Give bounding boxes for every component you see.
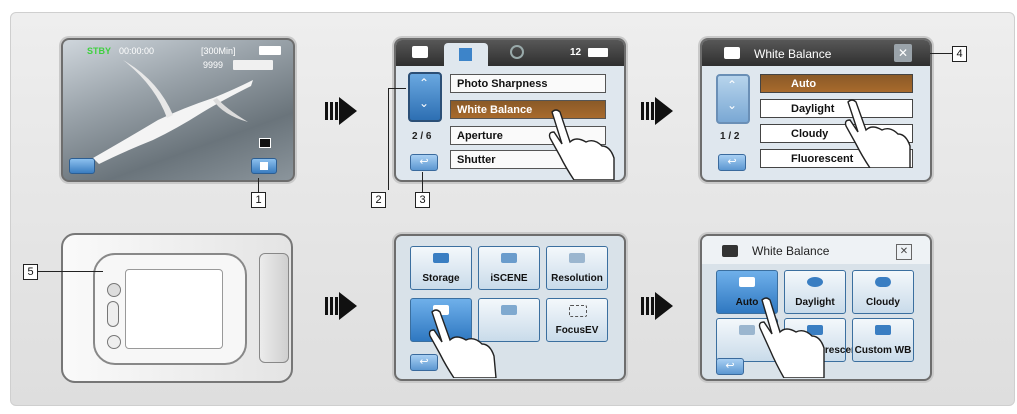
tile-focus-ev[interactable]: FocusEV: [546, 298, 608, 342]
timecode-label: 00:00:00: [119, 46, 155, 56]
callout-2: 2: [371, 192, 386, 208]
camera-icon: [724, 47, 740, 59]
menu-tab-bar: 12: [396, 40, 624, 66]
iscene-icon: [501, 253, 517, 263]
next-step-arrow-3: [325, 292, 359, 320]
white-balance-tile-screen: White Balance ✕ Auto Daylight Cloudy ngs…: [700, 234, 932, 381]
sharpness-icon: [259, 138, 271, 148]
camera-tab-icon[interactable]: [412, 46, 428, 58]
screen-title: White Balance: [754, 47, 832, 61]
settings-icons: [233, 60, 273, 70]
pointing-hand-icon: [844, 99, 911, 168]
lcd-screen: [125, 269, 223, 349]
callout-3-leader: [422, 172, 423, 192]
white-balance-icon: [433, 305, 449, 315]
next-step-arrow-2: [641, 97, 675, 125]
wb-option-daylight[interactable]: Daylight: [760, 99, 913, 118]
battery-icon: [588, 48, 608, 57]
playback-button[interactable]: [69, 158, 95, 174]
record-button[interactable]: [107, 335, 121, 349]
custom-wb-icon: [875, 325, 891, 335]
camera-icon: [722, 245, 738, 257]
tile-iscene[interactable]: iSCENE: [478, 246, 540, 290]
white-balance-list-screen: White Balance ✕ ⌃ ⌄ 1 / 2 ↩ Auto Dayligh…: [700, 38, 932, 182]
settings-gear-icon[interactable]: [510, 45, 524, 59]
storage-icon: [433, 253, 449, 263]
next-step-arrow-4: [641, 292, 675, 320]
callout-1-leader: [258, 178, 259, 192]
back-button[interactable]: ↩: [718, 154, 746, 171]
menu-button[interactable]: [251, 158, 277, 174]
menu-tab-active[interactable]: [444, 43, 488, 66]
page-indicator: 2 / 6: [412, 131, 432, 142]
title-bar: White Balance ✕: [702, 40, 930, 66]
scroll-up-down-buttons[interactable]: ⌃ ⌄: [716, 74, 750, 124]
back-button[interactable]: ↩: [410, 354, 438, 371]
wb-option-auto[interactable]: Auto: [760, 74, 913, 93]
camcorder-illustration: [61, 233, 293, 383]
down-arrow-icon: ⌄: [419, 96, 430, 110]
tungsten-icon: [739, 325, 755, 335]
cloudy-icon: [875, 277, 891, 287]
callout-2-leader: [388, 88, 389, 190]
tile-custom-wb[interactable]: Custom WB: [852, 318, 914, 362]
back-button[interactable]: ↩: [410, 154, 438, 171]
daylight-icon: [807, 277, 823, 287]
seagull-image: [93, 60, 253, 164]
fluorescent-icon: [807, 325, 823, 335]
close-button[interactable]: ✕: [894, 44, 912, 62]
callout-1: 1: [251, 192, 266, 208]
tile-photo[interactable]: [478, 298, 540, 342]
menu-tab-icon: [459, 48, 472, 61]
close-button[interactable]: ✕: [896, 244, 912, 260]
callout-5: 5: [23, 264, 38, 280]
pointing-hand-icon: [758, 297, 825, 378]
resolution-badge: 12: [570, 47, 582, 58]
photo-icon: [501, 305, 517, 315]
pointing-hand-icon: [428, 309, 497, 378]
page-indicator: 1 / 2: [720, 131, 740, 142]
up-arrow-icon: ⌃: [727, 78, 738, 92]
menu-item-photo-sharpness[interactable]: Photo Sharpness: [450, 74, 606, 93]
direct-menu-button[interactable]: [107, 283, 121, 297]
down-arrow-icon: ⌄: [727, 98, 738, 112]
up-arrow-icon: ⌃: [419, 76, 430, 90]
live-view-screen: STBY 00:00:00 [300Min] 9999: [61, 38, 295, 182]
callout-5-leader: [37, 271, 103, 272]
next-step-arrow-1: [325, 97, 359, 125]
direct-menu-screen: Storage iSCENE Resolution FocusEV ↩: [394, 234, 626, 381]
menu-item-white-balance[interactable]: White Balance: [450, 100, 606, 119]
resolution-icon: [569, 253, 585, 263]
lcd-frame: [93, 253, 247, 365]
menu-icon: [260, 162, 268, 170]
status-mode-label: STBY: [87, 46, 112, 56]
back-button[interactable]: ↩: [716, 358, 744, 375]
camera-body-side: [259, 253, 289, 363]
scroll-up-down-buttons[interactable]: ⌃ ⌄: [408, 72, 442, 122]
menu-screen: 12 ⌃ ⌄ 2 / 6 ↩ Photo Sharpness White Bal…: [394, 38, 626, 182]
auto-wb-icon: [739, 277, 755, 287]
remaining-time-label: [300Min]: [201, 46, 236, 56]
callout-3: 3: [415, 192, 430, 208]
tile-resolution[interactable]: Resolution: [546, 246, 608, 290]
zoom-lever[interactable]: [107, 301, 119, 327]
tile-storage[interactable]: Storage: [410, 246, 472, 290]
focus-icon: [569, 305, 587, 317]
screen-title: White Balance: [752, 244, 830, 258]
photo-count-label: 9999: [203, 60, 224, 70]
title-bar: White Balance ✕: [702, 236, 930, 264]
callout-4: 4: [952, 46, 967, 62]
pointing-hand-icon: [548, 109, 615, 180]
tile-daylight[interactable]: Daylight: [784, 270, 846, 314]
tile-cloudy[interactable]: Cloudy: [852, 270, 914, 314]
callout-4-leader: [930, 53, 952, 54]
battery-icon: [259, 46, 281, 55]
